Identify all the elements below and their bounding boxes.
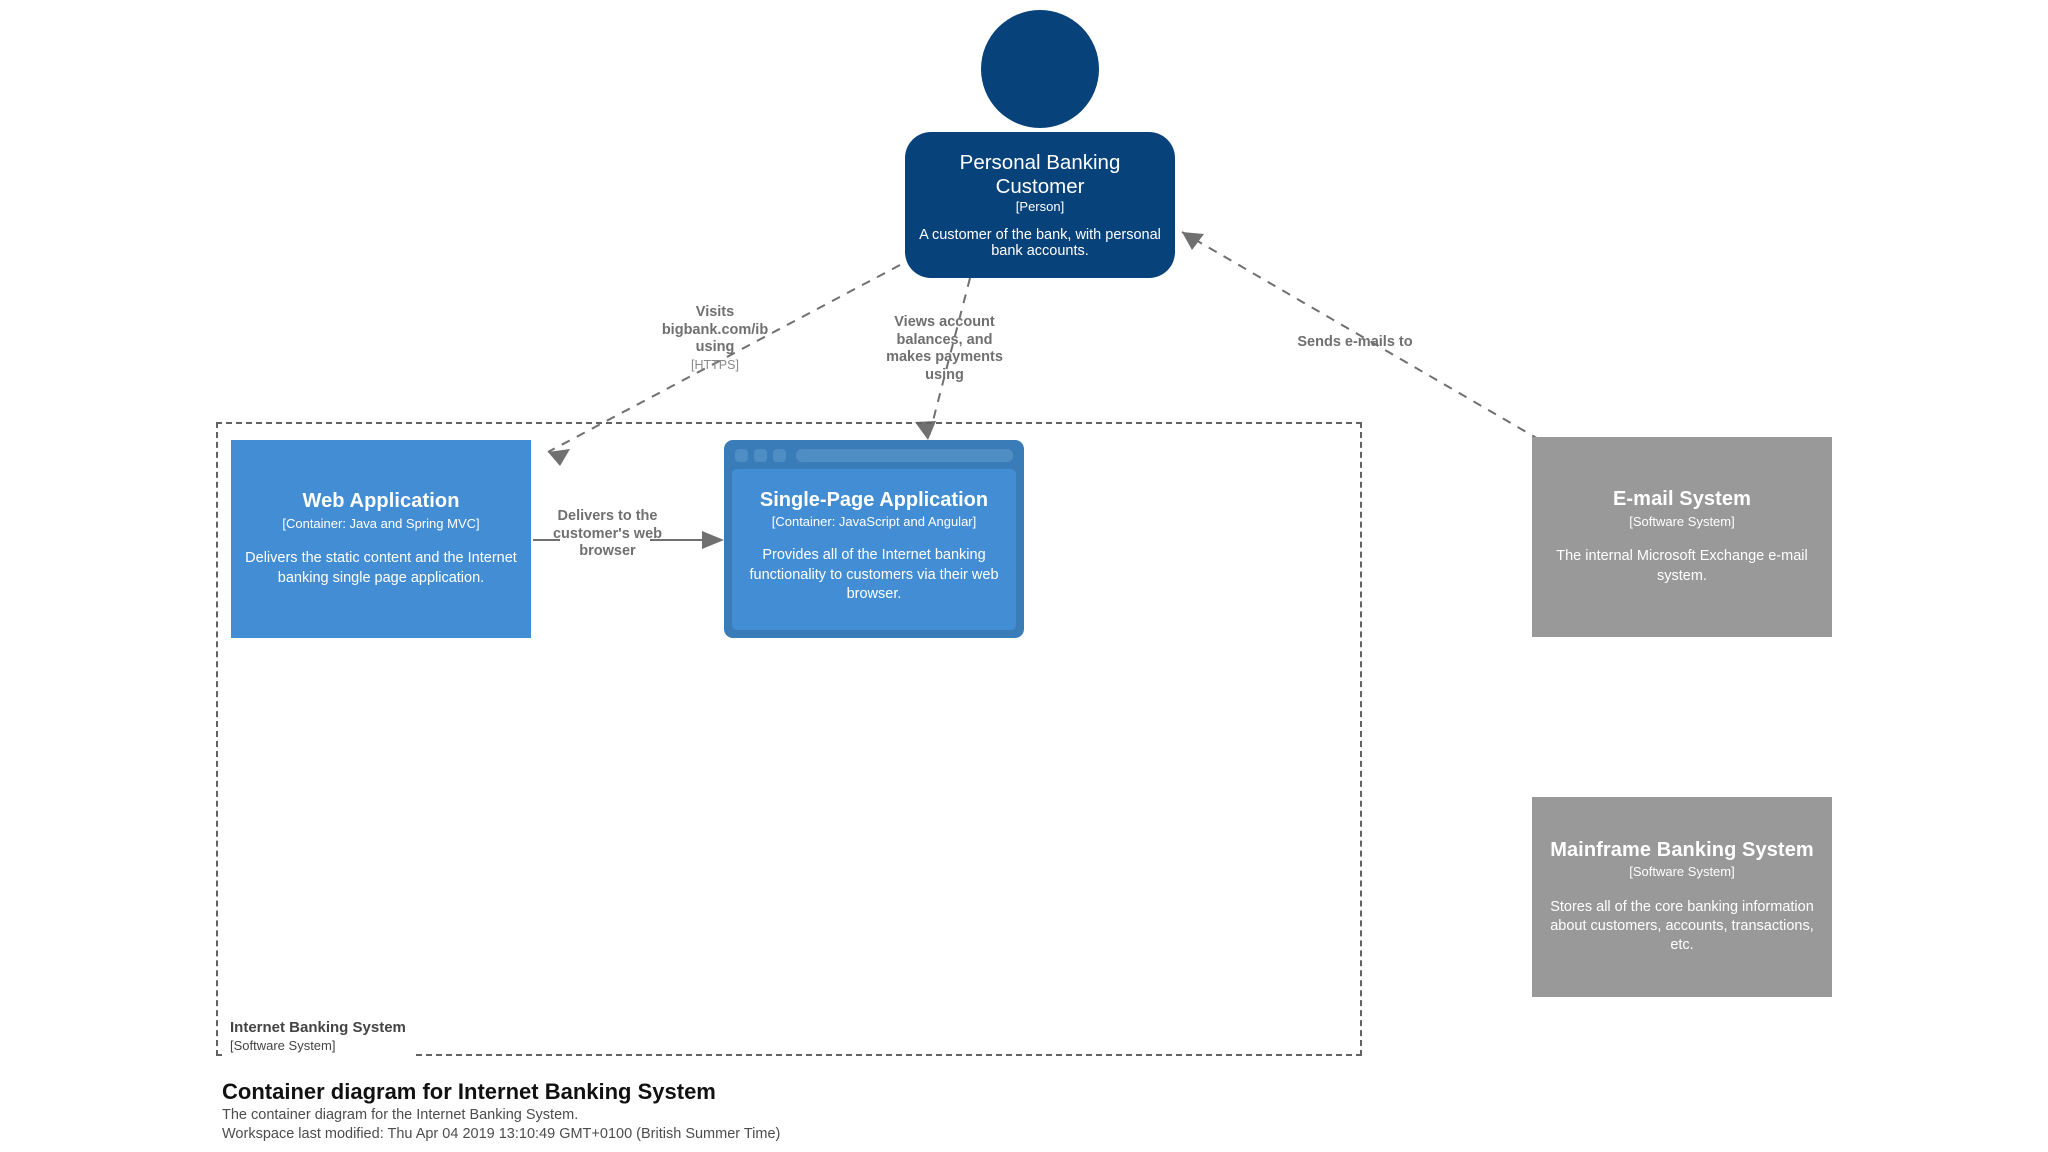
node-description: A customer of the bank, with personal ba… (919, 227, 1161, 259)
node-name: Mainframe Banking System (1550, 838, 1814, 861)
diagram-description: The container diagram for the Internet B… (222, 1106, 579, 1123)
relationship-label-delivers-to-browser: Delivers to the customer's web browser (545, 508, 670, 561)
boundary-name: Internet Banking System (230, 1019, 406, 1036)
node-single-page-application[interactable]: Single-Page Application [Container: Java… (724, 440, 1024, 638)
node-mainframe-banking-system[interactable]: Mainframe Banking System [Software Syste… (1532, 797, 1832, 997)
boundary-label: Internet Banking System [Software System… (222, 1017, 412, 1056)
node-web-application[interactable]: Web Application [Container: Java and Spr… (231, 440, 531, 638)
node-name: Single-Page Application (759, 489, 989, 512)
browser-titlebar (732, 447, 1016, 463)
node-description: The internal Microsoft Exchange e-mail s… (1556, 548, 1808, 584)
diagram-last-modified: Workspace last modified: Thu Apr 04 2019… (222, 1126, 781, 1143)
relationship-label-text: Visits bigbank.com/ib using (661, 304, 769, 356)
browser-address-bar (796, 448, 1013, 462)
browser-viewport: Single-Page Application [Container: Java… (732, 469, 1016, 630)
node-type: [Container: Java and Spring MVC] (282, 515, 480, 531)
node-name: E-mail System (1612, 488, 1752, 511)
relationship-label-views-account-balances: Views account balances, and makes paymen… (872, 314, 1017, 385)
relationship-label-text: Views account balances, and makes paymen… (886, 314, 1003, 384)
node-description: Stores all of the core banking informati… (1550, 898, 1814, 954)
relationship-label-text: Delivers to the customer's web browser (552, 508, 662, 560)
node-description: Provides all of the Internet banking fun… (749, 547, 999, 602)
browser-dot-icon (754, 448, 767, 462)
relationship-label-sends-emails-to: Sends e-mails to (1260, 334, 1450, 352)
diagram-caption: Container diagram for Internet Banking S… (222, 1078, 780, 1145)
diagram-title: Container diagram for Internet Banking S… (222, 1079, 716, 1104)
browser-dot-icon (735, 448, 748, 462)
node-description: Delivers the static content and the Inte… (245, 550, 517, 586)
node-type: [Software System] (1629, 513, 1735, 529)
node-type: [Person] (1015, 199, 1065, 214)
browser-dot-icon (773, 448, 786, 462)
node-personal-banking-customer[interactable]: Personal Banking Customer [Person] A cus… (905, 10, 1175, 278)
boundary-type: [Software System] (230, 1037, 336, 1053)
node-type: [Container: JavaScript and Angular] (771, 514, 977, 530)
node-type: [Software System] (1629, 863, 1735, 879)
node-email-system[interactable]: E-mail System [Software System] The inte… (1532, 437, 1832, 637)
relationship-label-visits-web-application: Visits bigbank.com/ib using [HTTPS] (645, 304, 785, 373)
person-head-icon (981, 10, 1099, 128)
system-boundary-internet-banking-system (216, 422, 1362, 1056)
relationship-label-text: Sends e-mails to (1297, 334, 1413, 350)
relationship-technology: [HTTPS] (691, 358, 739, 373)
node-name: Web Application (302, 490, 460, 513)
person-body: Personal Banking Customer [Person] A cus… (905, 132, 1175, 278)
node-name: Personal Banking Customer (959, 151, 1121, 198)
